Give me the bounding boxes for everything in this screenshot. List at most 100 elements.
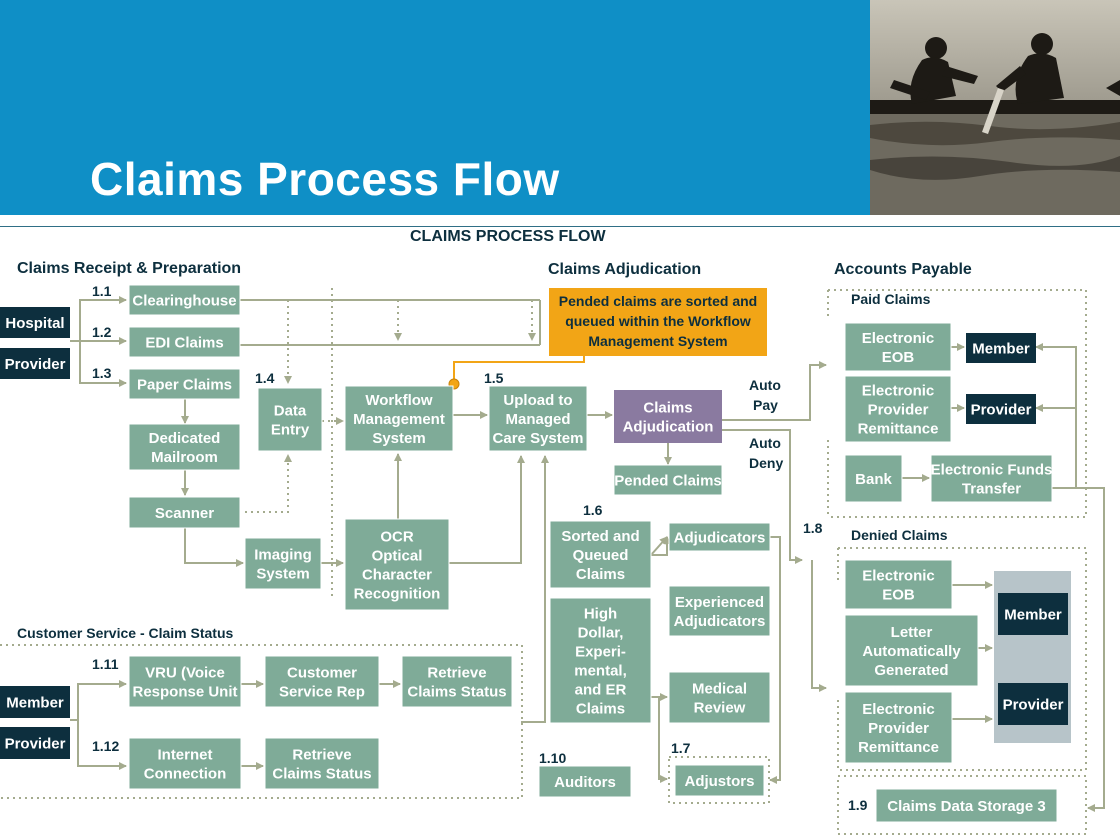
paid-member-label: Member bbox=[972, 340, 1030, 357]
adjudicators-label: Adjudicators bbox=[674, 529, 766, 546]
step-1-11: 1.11 bbox=[92, 656, 119, 672]
adjustors-label: Adjustors bbox=[684, 773, 754, 790]
diagram-heading: CLAIMS PROCESS FLOW bbox=[410, 228, 606, 245]
denied-member-box: Member bbox=[998, 593, 1068, 635]
hospital-label: Hospital bbox=[5, 315, 64, 332]
clearinghouse-box: Clearinghouse bbox=[128, 284, 241, 316]
high-dollar-label: Dollar, bbox=[578, 624, 624, 641]
high-dollar-label: mental, bbox=[574, 662, 627, 679]
denied-provider-remittance-label: Electronic bbox=[862, 701, 935, 718]
upload-managed-care-label: Upload to bbox=[503, 392, 572, 409]
vru-label: VRU (Voice bbox=[145, 664, 225, 681]
clearinghouse-label: Clearinghouse bbox=[132, 292, 236, 309]
customer-service-rep-label: Customer bbox=[287, 664, 357, 681]
claims-adjudication-label: Adjudication bbox=[623, 418, 714, 435]
internet-connection-label: Internet bbox=[157, 746, 212, 763]
step-1-12: 1.12 bbox=[92, 738, 119, 754]
slide-title: Claims Process Flow bbox=[90, 153, 560, 205]
claims-adjudication-label: Claims bbox=[643, 399, 692, 416]
letter-generated-label: Letter bbox=[891, 624, 933, 641]
paid-provider-box: Provider bbox=[966, 394, 1036, 424]
auditors-label: Auditors bbox=[554, 774, 616, 791]
experienced-adjudicators-label: Experienced bbox=[675, 594, 764, 611]
pended-claims-label: Pended Claims bbox=[614, 472, 722, 489]
step-1-10: 1.10 bbox=[539, 750, 566, 766]
rowers-photo-image bbox=[870, 0, 1120, 215]
section-denied-claims: Denied Claims bbox=[851, 527, 948, 543]
auto-pay-label-1: Auto bbox=[749, 377, 781, 393]
provider-left-box: Provider bbox=[0, 348, 70, 379]
step-1-7: 1.7 bbox=[671, 740, 691, 756]
ocr-label: Character bbox=[362, 566, 432, 583]
retrieve-status-1-label: Retrieve bbox=[427, 664, 486, 681]
paper-claims-label: Paper Claims bbox=[137, 376, 232, 393]
rowers-photo bbox=[870, 0, 1120, 215]
section-paid-claims: Paid Claims bbox=[851, 291, 931, 307]
scanner-box: Scanner bbox=[128, 496, 241, 529]
step-1-8: 1.8 bbox=[803, 520, 823, 536]
data-entry-label: Data bbox=[274, 402, 307, 419]
header-rule bbox=[0, 226, 1120, 227]
step-1-3: 1.3 bbox=[92, 365, 112, 381]
paid-provider-remittance-label: Provider bbox=[868, 401, 929, 418]
claims-storage-box: Claims Data Storage 3 bbox=[875, 788, 1058, 823]
high-dollar-label: Claims bbox=[576, 700, 625, 717]
adjudicators-box: Adjudicators bbox=[668, 522, 771, 552]
medical-review-label: Review bbox=[694, 699, 746, 716]
hospital-box: Hospital bbox=[0, 307, 70, 338]
step-1-4: 1.4 bbox=[255, 370, 275, 386]
provider-left-label: Provider bbox=[5, 356, 66, 373]
retrieve-status-2-label: Claims Status bbox=[272, 765, 371, 782]
denied-provider-box: Provider bbox=[998, 683, 1068, 725]
sorted-queued-label: Sorted and bbox=[561, 528, 639, 545]
imaging-system-label: Imaging bbox=[254, 546, 312, 563]
workflow-management-label: Management bbox=[353, 411, 445, 428]
denied-member-label: Member bbox=[1004, 606, 1062, 623]
step-1-5: 1.5 bbox=[484, 370, 504, 386]
callout-line-1: Pended claims are sorted and bbox=[559, 293, 757, 309]
customer-service-rep-label: Service Rep bbox=[279, 683, 365, 700]
paid-member-box: Member bbox=[966, 333, 1036, 363]
internet-connection-label: Connection bbox=[144, 765, 227, 782]
denied-electronic-eob-label: EOB bbox=[882, 586, 915, 603]
bank-label: Bank bbox=[855, 471, 892, 488]
denied-provider-remittance-label: Remittance bbox=[858, 739, 939, 756]
cs-provider-box: Provider bbox=[0, 727, 70, 759]
auto-deny-label-1: Auto bbox=[749, 435, 781, 451]
paid-electronic-eob-label: EOB bbox=[882, 349, 915, 366]
auto-deny-label-2: Deny bbox=[749, 455, 783, 471]
sorted-queued-label: Claims bbox=[576, 566, 625, 583]
paid-provider-remittance-label: Remittance bbox=[858, 420, 939, 437]
title-banner: Claims Process Flow bbox=[0, 0, 870, 215]
denied-electronic-eob-label: Electronic bbox=[862, 567, 935, 584]
high-dollar-label: and ER bbox=[575, 681, 627, 698]
paid-provider-label: Provider bbox=[971, 401, 1032, 418]
step-1-6: 1.6 bbox=[583, 502, 603, 518]
paid-provider-remittance-label: Electronic bbox=[862, 382, 935, 399]
scanner-label: Scanner bbox=[155, 505, 214, 522]
step-1-9: 1.9 bbox=[848, 797, 868, 813]
auto-pay-label-2: Pay bbox=[753, 397, 778, 413]
eft-label: Transfer bbox=[962, 480, 1021, 497]
pended-claims-callout bbox=[549, 288, 767, 356]
sorted-queued-label: Queued bbox=[573, 547, 629, 564]
denied-provider-remittance-label: Provider bbox=[868, 720, 929, 737]
callout-line-2: queued within the Workflow bbox=[565, 313, 751, 329]
